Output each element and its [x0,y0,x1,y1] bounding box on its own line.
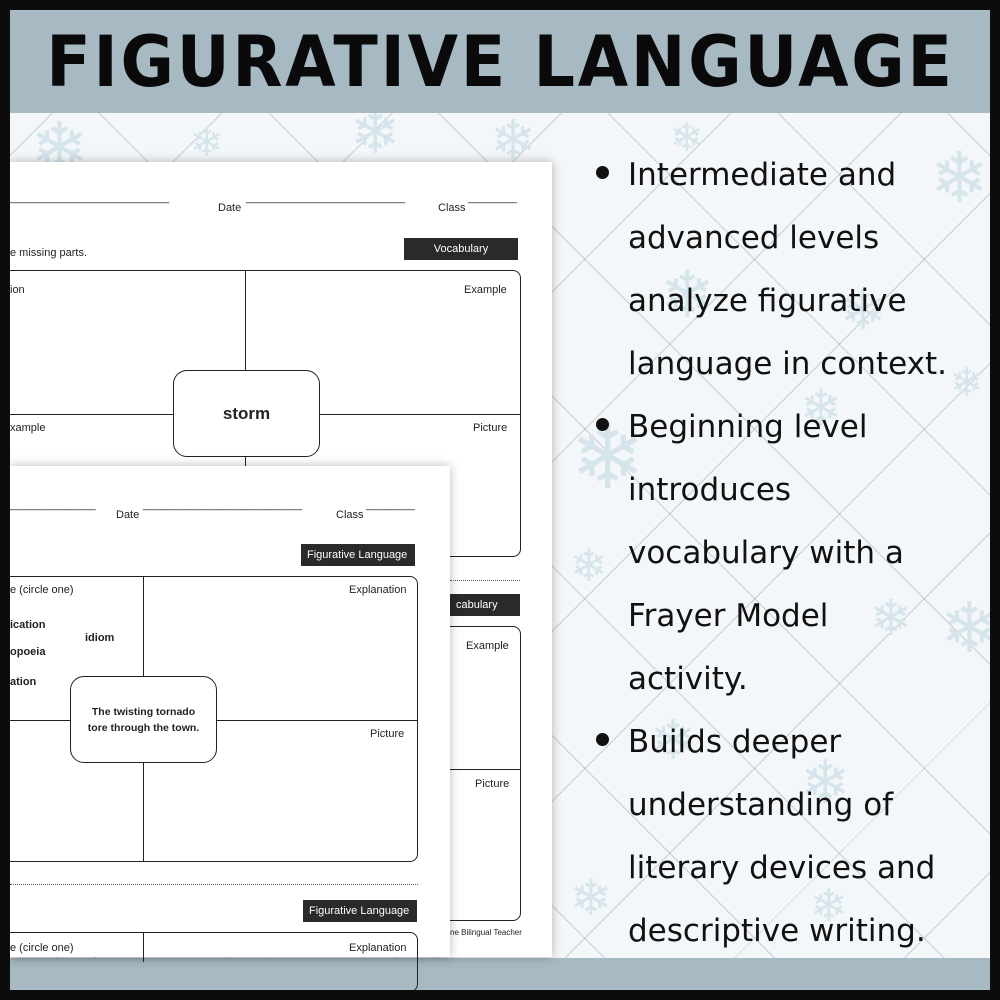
feature-text-line: language in context. [628,346,947,382]
quadrant-label: Example [466,640,509,652]
quadrant-label: ion [10,284,25,296]
snowflake-icon: ❄ [940,593,990,663]
snowflake-icon: ❄ [190,120,224,166]
snowflake-icon: ❄ [670,115,704,161]
snowflake-icon: ❄ [570,869,612,927]
quadrant-label: e (circle one) [10,584,74,596]
title-band: FIGURATIVE LANGUAGE [10,10,990,113]
class-line: ________ [468,192,517,204]
center-word: storm [222,403,271,423]
feature-text-line: vocabulary with a [628,535,904,571]
feature-text-line: Builds deeper [628,724,842,760]
horizontal-divider [216,720,418,722]
quadrant-label: Picture [475,778,510,790]
feature-text-line: literary devices and [628,850,936,886]
horizontal-divider [450,769,521,771]
feature-list: Intermediate and advanced levels analyze… [588,144,988,963]
frayer-model-box [10,932,418,990]
class-line: ________ [366,499,415,511]
feature-text-line: activity. [628,661,748,697]
snowflake-icon: ❄ [660,258,715,333]
frayer-model-box [10,576,418,862]
snowflake-icon: ❄ [650,708,697,772]
vocabulary-badge: Vocabulary [404,238,518,260]
vertical-divider [143,576,145,676]
date-label: Date [116,509,140,521]
date-line: __________________________ [246,192,406,204]
quadrant-label: Explanation [349,942,407,954]
snowflake-icon: ❄ [570,539,608,592]
option-personification: ication [10,619,46,631]
page-title: FIGURATIVE LANGUAGE [45,20,955,103]
quadrant-label: Explanation [349,584,407,596]
quadrant-label: xample [10,422,46,434]
horizontal-divider [319,414,521,416]
center-sentence-line2: tore through the town. [87,721,200,734]
date-label: Date [218,202,242,214]
snowflake-icon: ❄ [490,113,537,172]
quadrant-label: Example [464,284,507,296]
feature-item: Builds deeper understanding of literary … [588,711,988,963]
feature-item: Beginning level introduces vocabulary wi… [588,396,988,711]
instruction-text: e missing parts. [10,247,88,259]
snowflake-icon: ❄ [800,379,842,437]
name-line: __________________________ [10,192,170,204]
figurative-language-badge: Figurative Language [301,544,415,566]
option-idiom: idiom [85,632,115,644]
feature-text-line: Intermediate and [628,157,897,193]
date-line: __________________________ [143,499,303,511]
bottom-band [10,958,990,990]
cut-line [450,580,520,581]
class-label: Class [336,509,364,521]
center-word-box: storm [173,370,320,457]
option-onomatopoeia: opoeia [10,646,46,658]
feature-text-line: Beginning level [628,409,868,445]
vocabulary-badge: cabulary [450,594,520,616]
class-label: Class [438,202,466,214]
horizontal-divider [10,414,175,416]
vertical-divider [143,762,145,862]
snowflake-icon: ❄ [870,589,912,647]
snowflake-icon: ❄ [800,748,851,818]
center-sentence-line1: The twisting tornado [91,705,196,718]
footer-credit: ne Bilingual Teacher [450,928,522,937]
cut-line [10,884,418,885]
figurative-language-badge: Figurative Language [303,900,417,922]
quadrant-label: e (circle one) [10,942,74,954]
snowflake-icon: ❄ [950,360,984,406]
snowflake-icon: ❄ [930,137,989,219]
option-alliteration: ation [10,676,37,688]
bullet-icon [596,418,609,431]
feature-text-line: analyze figurative [628,283,907,319]
feature-item: Intermediate and advanced levels analyze… [588,144,988,396]
feature-text-line: advanced levels [628,220,880,256]
feature-text-line: introduces [628,472,792,508]
bullet-icon [596,166,609,179]
horizontal-divider [10,720,72,722]
quadrant-label: Picture [473,422,508,434]
bullet-icon [596,733,609,746]
center-sentence-box: The twisting tornado tore through the to… [70,676,217,763]
snowflake-icon: ❄ [810,879,848,932]
quadrant-label: Picture [370,728,405,740]
vertical-divider [143,932,145,962]
vertical-divider [245,270,247,370]
feature-text-line: descriptive writing. [628,913,926,949]
snowflake-icon: ❄ [350,113,401,168]
worksheet-figurative-language: ______________ Date ____________________… [10,466,450,990]
feature-text-line: understanding of [628,787,894,823]
name-line: ______________ [10,499,96,511]
feature-text-line: Frayer Model [628,598,829,634]
snowflake-icon: ❄ [840,278,887,342]
